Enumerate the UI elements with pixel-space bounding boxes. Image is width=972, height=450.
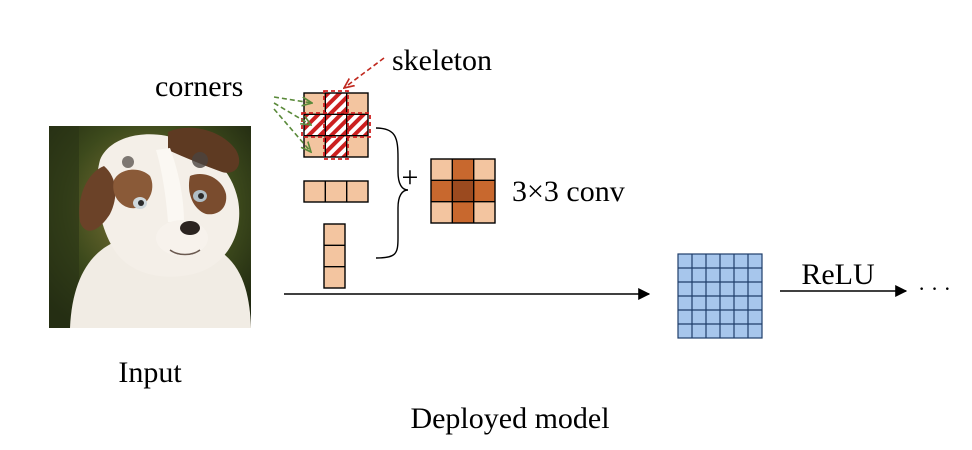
- skeleton-arrow: [344, 57, 385, 88]
- kernel-3x1: [323, 223, 346, 289]
- skeleton-label: skeleton: [392, 44, 492, 77]
- kernel-1x3: [303, 180, 369, 203]
- kernel-3x3-train: [301, 90, 371, 160]
- deployed-model-label: Deployed model: [410, 402, 609, 435]
- kernel-3x3-merged: [430, 158, 496, 224]
- corners-label: corners: [155, 70, 243, 103]
- sum-brace: [375, 127, 409, 259]
- ellipsis: · · ·: [918, 276, 951, 301]
- relu-label: ReLU: [801, 258, 875, 291]
- dog-photo-icon: [49, 126, 251, 328]
- conv-label: 3×3 conv: [512, 175, 625, 208]
- input-label: Input: [118, 356, 182, 389]
- output-feature-map: [677, 253, 763, 339]
- corners-arrows: [273, 96, 312, 152]
- plus-sign: +: [402, 161, 419, 194]
